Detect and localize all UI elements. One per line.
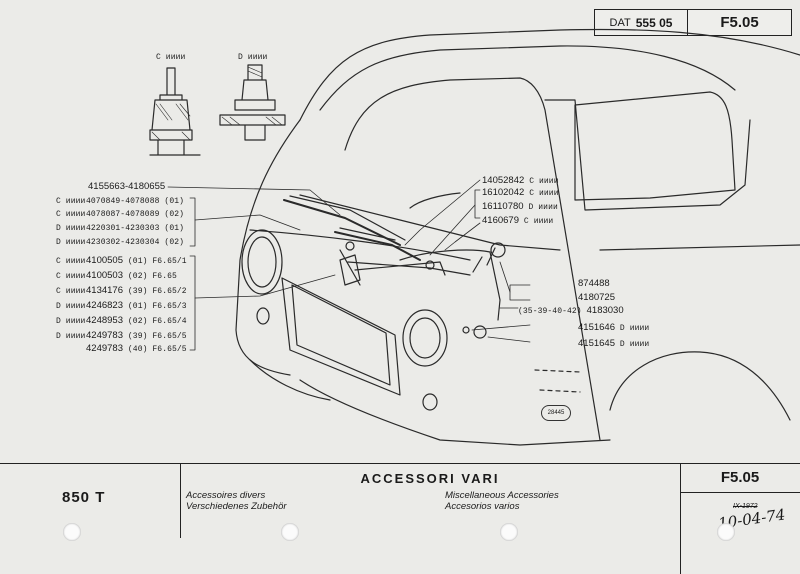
dat-code: DAT 555 05 [595, 10, 688, 35]
rear-wheel-arch [609, 351, 791, 421]
wiper-linkage [339, 249, 471, 286]
body-roof-line [299, 28, 800, 121]
right-callout-mid-2: (35-39-40-42) 4183030 [518, 305, 624, 316]
left-callout-1: C ᴎᴎᴎᴎ4070849-4078088 (01) [56, 197, 185, 206]
front-body [235, 119, 301, 376]
lower-body [299, 379, 611, 446]
left-callout-11: 4249783 (40) F6.65/5 [86, 343, 187, 354]
door-frame [544, 99, 751, 211]
hose-detail [472, 247, 496, 273]
footer-divider-right [680, 463, 681, 574]
page-header-box: DAT 555 05 F5.05 [594, 9, 792, 36]
translation-de: Verschiedenes Zubehör [186, 501, 287, 512]
bumper [249, 359, 331, 401]
right-callout-mid-0: 874488 [578, 278, 610, 289]
left-wiper-blade [283, 199, 401, 246]
left-callout-4: D ᴎᴎᴎᴎ4230302-4230304 (02) [56, 238, 185, 247]
right-indicator [422, 393, 438, 411]
left-wiper-arm [289, 195, 406, 241]
right-callout-low-1: 4151645 D ᴎᴎᴎᴎ [578, 338, 650, 349]
a-pillar [559, 199, 601, 441]
translation-fr: Accessoires divers [186, 490, 266, 501]
footer-title-block: 850 T ACCESSORI VARI Accessoires divers … [0, 463, 800, 574]
translation-es: Accesorios varios [445, 501, 520, 512]
hood-crease [249, 229, 471, 261]
pivot-left [345, 241, 355, 251]
washer-cap [473, 325, 487, 339]
section-title: ACCESSORI VARI [360, 471, 500, 486]
right-callout-1: 16102042 C ᴎᴎᴎᴎ [482, 187, 559, 198]
washer-hose [399, 249, 501, 321]
detail-d-drawing [219, 64, 286, 141]
left-callout-9: D ᴎᴎᴎᴎ4248953 (02) F6.65/4 [56, 315, 187, 326]
wiper-motor [339, 254, 361, 286]
washer-nozzle [462, 326, 470, 334]
left-callout-0: 4155663-4180655 [88, 181, 166, 192]
body-roof-inner [319, 45, 736, 111]
binder-hole [500, 523, 518, 541]
grille-panel-inner [291, 284, 391, 386]
left-callout-7: C ᴎᴎᴎᴎ4134176 (39) F6.65/2 [56, 285, 187, 296]
washer-reservoir [490, 242, 506, 258]
translation-en: Miscellaneous Accessories [445, 490, 559, 501]
cowl-line [299, 194, 561, 251]
leader-lines [167, 179, 531, 351]
left-headlight [241, 229, 283, 295]
left-callout-3: D ᴎᴎᴎᴎ4220301-4230303 (01) [56, 224, 185, 233]
left-indicator [256, 307, 270, 325]
dat-number: 555 05 [635, 15, 673, 30]
figure-number-tag: 28445 [541, 405, 571, 421]
translation-en-es: Miscellaneous Accessories Accesorios var… [445, 490, 559, 512]
side-window [574, 91, 736, 201]
detail-d-hatch [221, 66, 283, 126]
grille-panel-outer [281, 277, 401, 396]
detail-c-hatch [151, 103, 191, 141]
right-callout-2: 16110780 D ᴎᴎᴎᴎ [482, 201, 558, 212]
binder-hole [63, 523, 81, 541]
right-wiper-arm [339, 227, 396, 241]
body-lower-dash [534, 369, 581, 393]
footer-code-underline [680, 492, 800, 493]
right-callout-3: 4160679 C ᴎᴎᴎᴎ [482, 215, 554, 226]
detail-d-label: D ᴎᴎᴎᴎ [238, 53, 268, 62]
door-side-line [599, 244, 800, 251]
detail-c-label: C ᴎᴎᴎᴎ [156, 53, 186, 62]
right-callout-mid-1: 4180725 [578, 292, 615, 303]
left-callout-6: C ᴎᴎᴎᴎ4100503 (02) F6.65 [56, 270, 177, 281]
left-callout-2: C ᴎᴎᴎᴎ4078087-4078089 (02) [56, 210, 185, 219]
right-callout-low-0: 4151646 D ᴎᴎᴎᴎ [578, 322, 650, 333]
left-callout-5: C ᴎᴎᴎᴎ4100505 (01) F6.65/1 [56, 255, 187, 266]
dat-label: DAT [609, 16, 631, 29]
right-headlight [402, 309, 448, 367]
detail-c-drawing [149, 67, 201, 156]
pivot-right [425, 260, 435, 270]
binder-hole [281, 523, 299, 541]
binder-hole [717, 523, 735, 541]
date-superseded: IX-1972 [733, 503, 758, 510]
left-callout-8: D ᴎᴎᴎᴎ4246823 (01) F6.65/3 [56, 300, 187, 311]
left-callout-10: D ᴎᴎᴎᴎ4249783 (39) F6.65/5 [56, 330, 187, 341]
right-callout-0: 14052842 C ᴎᴎᴎᴎ [482, 175, 559, 186]
right-wiper-blade [334, 231, 421, 261]
footer-divider [0, 463, 800, 464]
left-headlight-ring [247, 236, 277, 288]
front-cowl-detail [409, 192, 461, 209]
right-headlight-ring [409, 317, 441, 359]
footer-page-code: F5.05 [720, 469, 760, 486]
translation-fr-de: Accessoires divers Verschiedenes Zubehör [186, 490, 287, 512]
windshield [344, 77, 561, 201]
footer-divider-left [180, 463, 181, 538]
page-code: F5.05 [720, 14, 759, 31]
model-name: 850 T [62, 489, 106, 506]
